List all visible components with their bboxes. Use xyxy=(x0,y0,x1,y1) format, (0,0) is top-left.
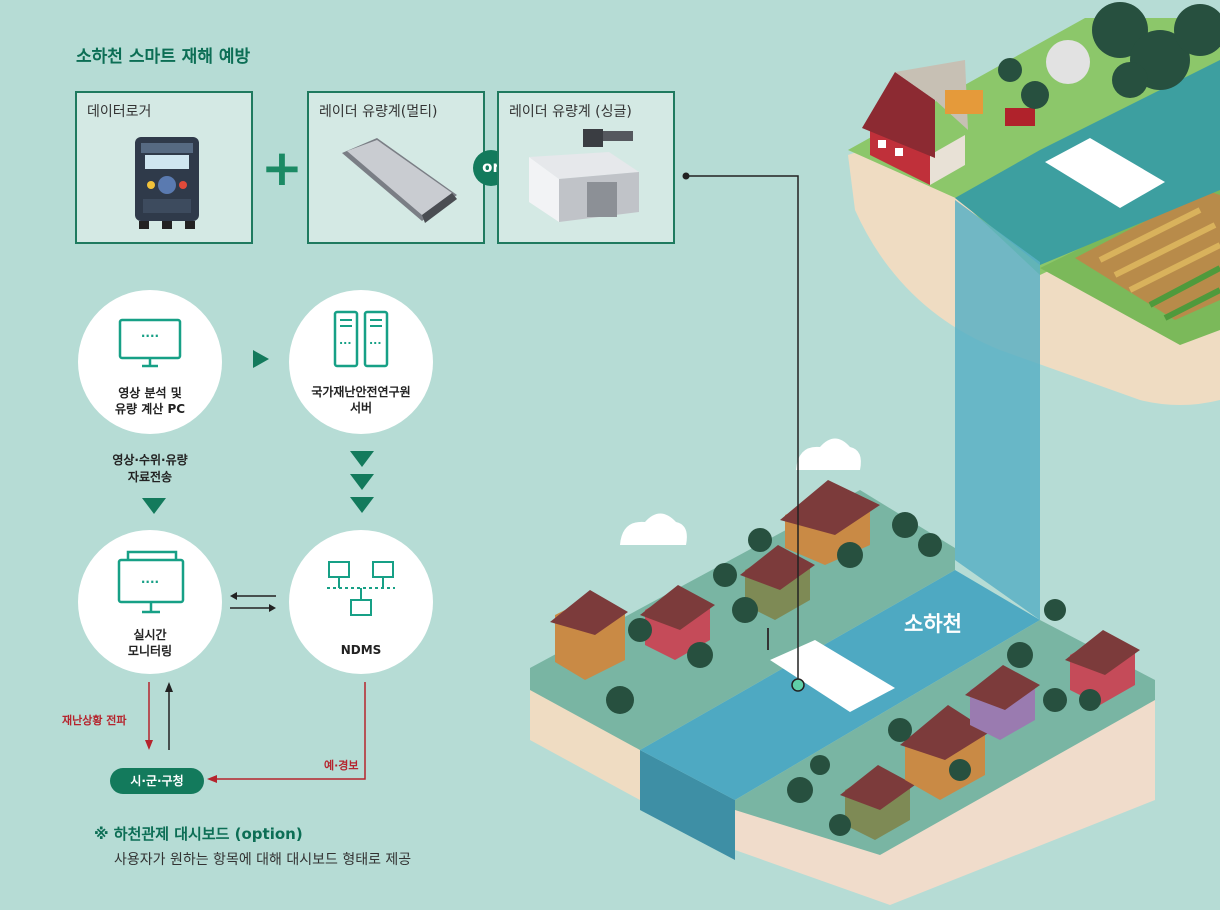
ndms-label: NDMS xyxy=(340,643,382,657)
river-label: 소하천 xyxy=(904,612,962,636)
server-label-line2: 서버 xyxy=(349,401,373,415)
radar-multi-label: 레이더 유량계(멀티) xyxy=(319,104,438,120)
plus-icon: + xyxy=(261,139,303,197)
radar-single-device-icon xyxy=(529,129,639,222)
radar-single-box: 레이더 유량계 (싱글) xyxy=(497,91,675,244)
analysis-pc-label-line2: 유량 계산 PC xyxy=(114,402,186,416)
clouds xyxy=(620,438,861,545)
radar-multi-box: 레이더 유량계(멀티) xyxy=(307,91,485,244)
crop-rows xyxy=(1098,207,1220,293)
analysis-pc-node: .... 영상 분석 및 유량 계산 PC xyxy=(78,290,222,434)
warning-arrow-line xyxy=(207,682,366,783)
monitoring-label-line1: 실시간 xyxy=(133,628,167,642)
monitor-icon xyxy=(118,318,182,368)
vertical-arrows-icon xyxy=(145,682,173,750)
server-icon xyxy=(333,310,389,368)
connector-dot-end xyxy=(791,678,805,692)
transmission-label-line2: 자료전송 xyxy=(127,470,173,484)
server-dots-right: ... xyxy=(369,334,382,347)
village-trees xyxy=(606,512,1101,836)
server-label-line1: 국가재난안전연구원 xyxy=(311,385,411,399)
red-car xyxy=(1005,108,1035,126)
waterfall xyxy=(955,200,1040,620)
dashboard-note-title: ※ 하천관제 대시보드 (option) xyxy=(94,825,303,843)
lower-bridge xyxy=(770,640,895,712)
network-icon xyxy=(327,561,395,616)
dashboard-note-description: 사용자가 원하는 항목에 대해 대시보드 형태로 제공 xyxy=(114,852,412,868)
city-office-badge: 시·군·구청 xyxy=(110,768,204,794)
disaster-share-label: 재난상황 전파 xyxy=(62,714,127,727)
dashboard-monitor-icon xyxy=(117,550,185,614)
arrow-right-icon xyxy=(253,350,269,368)
tractor xyxy=(945,90,983,114)
server-node: ... ... 국가재난안전연구원 서버 xyxy=(289,290,433,434)
analysis-pc-label-line1: 영상 분석 및 xyxy=(118,386,182,400)
dashboard-screen-dots: .... xyxy=(140,572,160,586)
crop-rows-green xyxy=(1148,265,1220,321)
lower-soil-left xyxy=(530,680,640,800)
sensor-connector-line xyxy=(686,175,799,685)
upper-trees xyxy=(998,2,1220,109)
transmission-label: 영상·수위·유량 자료전송 xyxy=(100,452,200,486)
warning-label: 예·경보 xyxy=(324,759,359,772)
village-houses xyxy=(550,480,1140,840)
upper-bridge xyxy=(1045,138,1165,208)
radar-single-label: 레이더 유량계 (싱글) xyxy=(509,104,632,120)
transmission-label-line1: 영상·수위·유량 xyxy=(112,453,188,467)
radar-multi-device-icon xyxy=(342,138,457,223)
bidirectional-arrow-icon xyxy=(230,592,276,612)
connector-dot-start xyxy=(682,172,690,180)
monitor-screen-dots: .... xyxy=(140,326,160,340)
monitoring-node: .... 실시간 모니터링 xyxy=(78,530,222,674)
ndms-node: NDMS xyxy=(289,530,433,674)
server-dots-left: ... xyxy=(339,334,352,347)
lower-river-face xyxy=(640,750,735,860)
monitoring-label-line2: 모니터링 xyxy=(127,644,173,658)
triple-arrow-down-icon xyxy=(350,451,374,513)
arrow-down-icon xyxy=(142,498,166,514)
datalogger-device-icon xyxy=(135,137,199,229)
water-tank xyxy=(1046,40,1090,84)
datalogger-label: 데이터로거 xyxy=(87,104,152,120)
datalogger-box: 데이터로거 xyxy=(75,91,253,244)
diagram-title: 소하천 스마트 재해 예방 xyxy=(76,47,251,67)
